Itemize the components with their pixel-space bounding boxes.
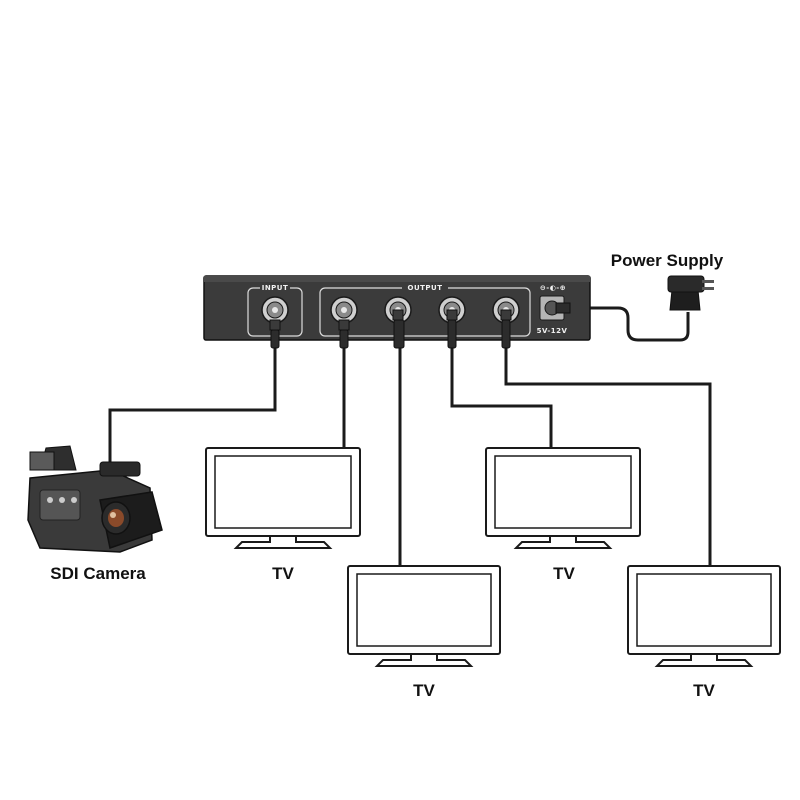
bnc-plug-output-3 — [446, 309, 458, 349]
tv-2 — [485, 447, 641, 549]
output-cable-4 — [504, 345, 712, 566]
input-label-bg — [260, 282, 290, 292]
output-label-bg — [402, 282, 448, 292]
camera-label: SDI Camera — [50, 564, 146, 583]
tv-4-label: TV — [693, 681, 715, 700]
bnc-plug-output-1 — [338, 319, 350, 349]
power-voltage-label: 5V-12V — [537, 327, 568, 335]
output-label: OUTPUT — [408, 284, 443, 292]
bnc-output-port-1 — [330, 296, 358, 324]
output-cable-3 — [450, 345, 553, 448]
power-cable — [566, 306, 690, 342]
power-supply-label: Power Supply — [611, 251, 724, 270]
sdi-splitter: INPUT OUTPUT — [203, 275, 591, 341]
input-cable — [108, 345, 277, 465]
cables — [108, 306, 712, 566]
bnc-plug-output-4 — [500, 309, 512, 349]
cable-plugs — [269, 302, 571, 349]
input-label: INPUT — [262, 284, 289, 292]
tv-2-label: TV — [553, 564, 575, 583]
splitter-top-edge — [204, 276, 590, 282]
tv-3 — [347, 565, 501, 667]
bnc-input-port — [261, 296, 289, 324]
power-plug — [555, 302, 571, 314]
video-camera-icon — [27, 445, 163, 553]
tv-1 — [205, 447, 361, 549]
tv-4 — [627, 565, 781, 667]
bnc-plug-output-2 — [392, 309, 405, 349]
tv-3-label: TV — [413, 681, 435, 700]
polarity-symbol: ⊖-◐-⊕ — [540, 284, 566, 292]
bnc-plug-input — [269, 319, 281, 349]
power-adapter-icon — [667, 275, 714, 311]
tv-1-label: TV — [272, 564, 294, 583]
